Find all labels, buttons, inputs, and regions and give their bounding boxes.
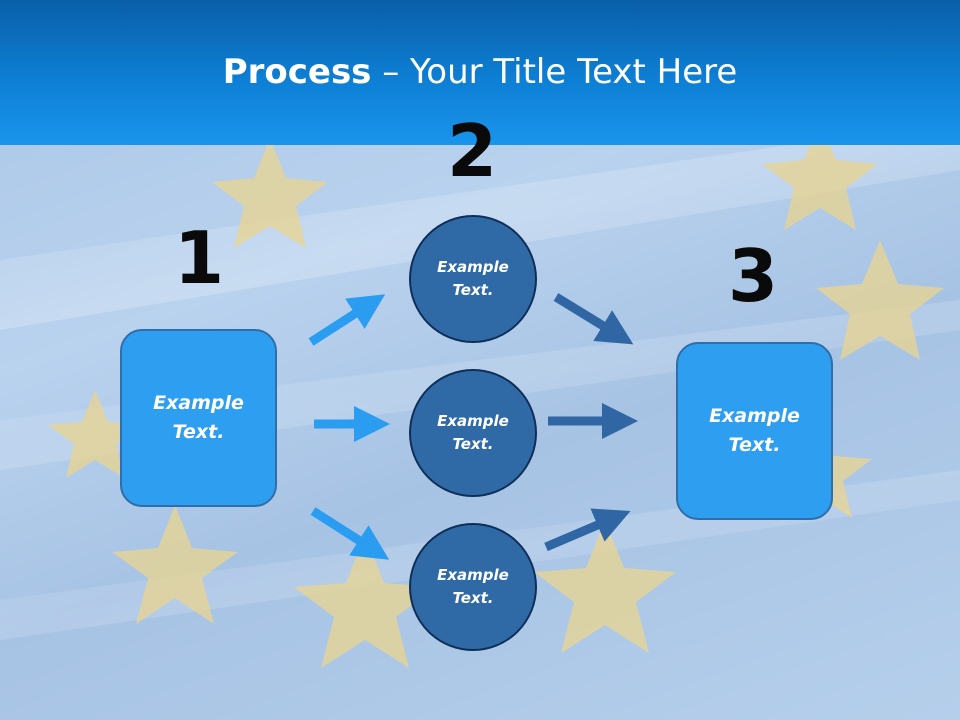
step-number-3: 3 (727, 234, 779, 318)
circle-top-text: Example Text. (437, 258, 509, 299)
star-icon (294, 535, 436, 668)
star-icon (816, 240, 944, 360)
title-bold: Process (222, 52, 372, 92)
left-box-text: Example Text. (153, 392, 244, 443)
star-icon (762, 120, 878, 230)
right-box-text: Example Text. (709, 405, 800, 456)
step-number-1: 1 (173, 216, 225, 300)
header-bar: Process – Your Title Text Here (0, 0, 960, 145)
circle-bottom[interactable]: Example Text. (409, 523, 537, 651)
right-box[interactable]: Example Text. (676, 342, 833, 520)
circle-middle[interactable]: Example Text. (409, 369, 537, 497)
star-icon (48, 390, 142, 478)
star-icon (212, 138, 328, 248)
star-icon (534, 520, 676, 653)
step-number-2: 2 (446, 109, 498, 193)
slide-title: Process – Your Title Text Here (0, 52, 960, 92)
circle-middle-text: Example Text. (437, 412, 509, 453)
star-icon (112, 505, 238, 624)
left-box[interactable]: Example Text. (120, 329, 277, 507)
circle-bottom-text: Example Text. (437, 566, 509, 607)
title-rest: – Your Title Text Here (371, 52, 738, 92)
circle-top[interactable]: Example Text. (409, 215, 537, 343)
